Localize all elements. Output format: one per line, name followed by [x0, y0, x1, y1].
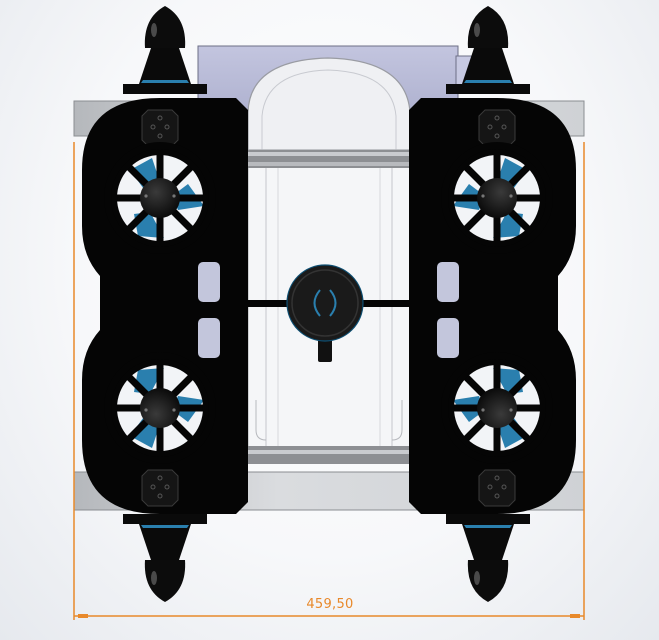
vertical-thruster-front-left: [123, 6, 207, 94]
dimension-value[interactable]: 459,50: [306, 597, 354, 612]
width-dimension[interactable]: [73, 142, 585, 620]
rotate-icon: [313, 289, 321, 317]
arrow-right-icon: [570, 614, 580, 618]
thruster-front-left[interactable]: [104, 142, 216, 254]
mount-plate-rear-right: [478, 469, 516, 507]
vertical-thruster-rear-right: [446, 514, 530, 602]
mount-plate-rear-left: [141, 469, 179, 507]
thruster-rear-left[interactable]: [104, 352, 216, 464]
vertical-thruster-rear-left: [123, 514, 207, 602]
mount-plate-front-right: [478, 109, 516, 147]
arrow-left-icon: [78, 614, 88, 618]
center-camera-module[interactable]: [286, 264, 364, 362]
mount-plate-front-left: [141, 109, 179, 147]
thruster-front-right[interactable]: [441, 142, 553, 254]
thruster-rear-right[interactable]: [441, 352, 553, 464]
